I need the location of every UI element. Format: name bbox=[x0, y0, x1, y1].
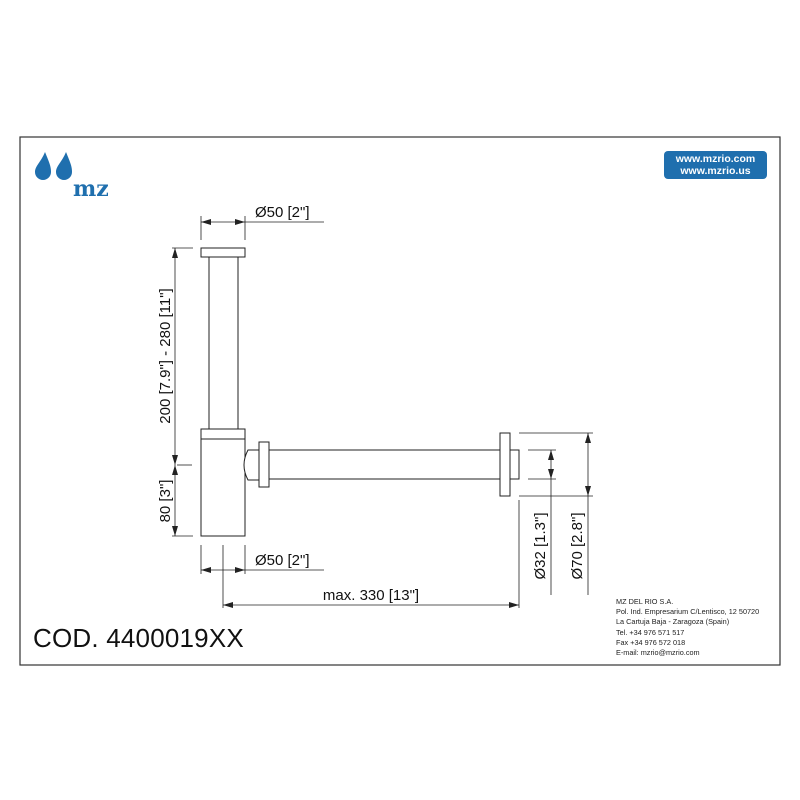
dimension-lines bbox=[172, 216, 593, 608]
company-address: MZ DEL RIO S.A. Pol. Ind. Empresarium C/… bbox=[616, 597, 759, 658]
mz-logo: mz bbox=[35, 152, 109, 202]
pipe-diameter-label: Ø32 [1.3"] bbox=[532, 512, 549, 579]
height-range-label: 200 [7.9"] - 280 [11"] bbox=[157, 288, 174, 423]
nut bbox=[258, 441, 270, 488]
top-diameter-label: Ø50 [2"] bbox=[255, 204, 310, 221]
website-link[interactable]: www.mzrio.us bbox=[680, 165, 751, 177]
fax: Fax +34 976 572 018 bbox=[616, 637, 686, 647]
dimension-labels: Ø50 [2"] Ø50 [2"] 200 [7.9"] - 280 [11"]… bbox=[157, 204, 586, 604]
logo-text: mz bbox=[73, 176, 109, 202]
drawing-frame bbox=[19, 136, 781, 666]
horizontal-pipe bbox=[268, 449, 501, 480]
website-link[interactable]: www.mzrio.com bbox=[675, 153, 756, 165]
phone: Tel. +34 976 571 517 bbox=[616, 627, 685, 637]
wall-collar bbox=[509, 449, 520, 480]
tailpiece bbox=[208, 256, 239, 430]
email: E-mail: mzrio@mzrio.com bbox=[616, 648, 700, 658]
address-line: La Cartuja Baja - Zaragoza (Spain) bbox=[616, 617, 730, 627]
bottle-trap bbox=[200, 247, 520, 537]
elbow bbox=[243, 449, 260, 481]
wall-flange bbox=[499, 432, 511, 497]
website-badge: www.mzrio.com www.mzrio.us bbox=[664, 151, 767, 179]
trap-body bbox=[200, 428, 246, 537]
water-drop-icon bbox=[35, 152, 51, 180]
bottom-diameter-label: Ø50 [2"] bbox=[255, 552, 310, 569]
trap-height-label: 80 [3"] bbox=[157, 480, 174, 523]
product-code: COD. 4400019XX bbox=[33, 623, 244, 653]
company-name: MZ DEL RIO S.A. bbox=[616, 597, 674, 606]
flange-diameter-label: Ø70 [2.8"] bbox=[569, 512, 586, 579]
address-line: Pol. Ind. Empresarium C/Lentisco, 12 507… bbox=[616, 607, 760, 617]
water-drop-icon bbox=[56, 152, 72, 180]
max-length-label: max. 330 [13"] bbox=[323, 587, 419, 604]
top-cap bbox=[200, 247, 246, 258]
